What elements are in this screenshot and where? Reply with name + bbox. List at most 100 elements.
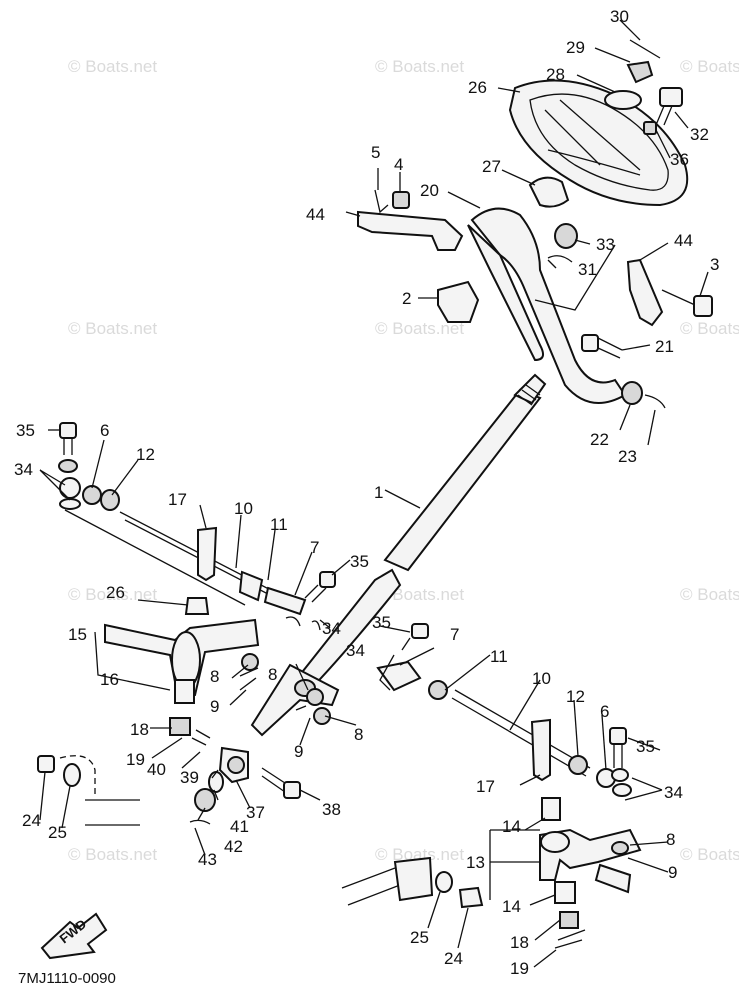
callout-8: 8 xyxy=(210,667,219,686)
callout-37: 37 xyxy=(246,803,265,822)
callout-11: 11 xyxy=(270,515,288,534)
bushing-16 xyxy=(174,679,195,704)
bracket-44-right xyxy=(626,258,664,327)
watermark: © Boats.net xyxy=(680,57,739,76)
mid-joint-8-9 xyxy=(239,677,331,725)
callout-44: 44 xyxy=(674,231,693,250)
nut-12-right xyxy=(568,755,588,775)
callout-7: 7 xyxy=(310,538,319,557)
nut-41 xyxy=(194,788,216,812)
nut-22 xyxy=(621,381,643,405)
callout-8: 8 xyxy=(666,830,675,849)
callout-9: 9 xyxy=(668,863,677,882)
callout-34: 34 xyxy=(346,641,365,660)
callout-1: 1 xyxy=(374,483,383,502)
callout-34: 34 xyxy=(664,783,683,802)
kingpin-17-left xyxy=(197,526,218,582)
washer-8-right xyxy=(611,841,629,855)
nut-33 xyxy=(554,223,578,249)
callout-19: 19 xyxy=(510,959,529,978)
callout-25: 25 xyxy=(48,823,67,842)
washer-36 xyxy=(643,121,657,135)
bushing-18-right xyxy=(559,911,579,929)
callout-5: 5 xyxy=(371,143,380,162)
callout-43: 43 xyxy=(198,850,217,869)
wheel-cap-28 xyxy=(604,90,642,110)
callout-24: 24 xyxy=(22,811,41,830)
tie-rod-right-10 xyxy=(451,689,591,777)
callout-10: 10 xyxy=(234,499,253,518)
callout-30: 30 xyxy=(610,7,629,26)
watermark: © Boats.net xyxy=(68,319,157,338)
watermark: © Boats.net xyxy=(375,845,464,864)
drawing-code: 7MJ1110-0090 xyxy=(18,970,116,987)
callout-12: 12 xyxy=(566,687,585,706)
callout-44: 44 xyxy=(306,205,325,224)
pin-23 xyxy=(644,394,666,409)
key-30 xyxy=(629,39,661,59)
callout-35: 35 xyxy=(372,613,391,632)
callout-26: 26 xyxy=(106,583,125,602)
rod-end-7-right xyxy=(376,660,448,700)
callout-36: 36 xyxy=(670,150,689,169)
callout-32: 32 xyxy=(690,125,709,144)
callout-42: 42 xyxy=(224,837,243,856)
link-37 xyxy=(218,746,249,784)
callout-6: 6 xyxy=(100,421,109,440)
callout-31: 31 xyxy=(578,260,597,279)
bracket-44-left xyxy=(357,210,464,251)
bolt-32 xyxy=(655,87,683,126)
bushing-18-left xyxy=(169,717,191,736)
clips-34-mid xyxy=(285,616,321,631)
callout-26: 26 xyxy=(468,78,487,97)
bolt-3 xyxy=(661,289,713,317)
watermark: © Boats.net xyxy=(375,319,464,338)
steering-wheel xyxy=(508,79,689,207)
callout-16: 16 xyxy=(100,670,119,689)
callout-35: 35 xyxy=(350,552,369,571)
callout-25: 25 xyxy=(410,928,429,947)
bolt-35-right-mid xyxy=(401,623,429,651)
callout-3: 3 xyxy=(710,255,719,274)
callout-24: 24 xyxy=(444,949,463,968)
pin-5 xyxy=(374,189,389,214)
kingpin-17-right xyxy=(530,718,551,782)
callout-14: 14 xyxy=(502,817,521,836)
callout-9: 9 xyxy=(210,697,219,716)
nut-29 xyxy=(626,60,654,84)
callout-15: 15 xyxy=(68,625,87,644)
bolt-35-left xyxy=(58,422,78,473)
callout-7: 7 xyxy=(450,625,459,644)
rod-end-6-left xyxy=(59,477,120,511)
callout-39: 39 xyxy=(180,768,199,787)
cap-26 xyxy=(184,597,210,615)
watermarks: © Boats.net © Boats.net © Boats.net © Bo… xyxy=(68,57,739,864)
callout-33: 33 xyxy=(596,235,615,254)
pitman-arm xyxy=(250,663,340,737)
callout-38: 38 xyxy=(322,800,341,819)
callout-14: 14 xyxy=(502,897,521,916)
pin-19-right xyxy=(554,929,586,949)
steering-shaft-1 xyxy=(286,373,547,702)
callout-19: 19 xyxy=(126,750,145,769)
callout-20: 20 xyxy=(420,181,439,200)
callout-27: 27 xyxy=(482,157,501,176)
spindle-right-outline xyxy=(341,856,484,909)
watermark: © Boats.net xyxy=(680,319,739,338)
callout-9: 9 xyxy=(294,742,303,761)
clip-31 xyxy=(547,255,573,263)
watermark: © Boats.net xyxy=(68,57,157,76)
callout-28: 28 xyxy=(546,65,565,84)
pin-40 xyxy=(191,729,211,746)
washer-39 xyxy=(208,771,224,793)
bolt-21 xyxy=(581,334,623,359)
callout-12: 12 xyxy=(136,445,155,464)
callout-2: 2 xyxy=(402,289,411,308)
clamp-2 xyxy=(437,280,480,323)
bushing-14-bottom xyxy=(554,881,576,904)
bolt-38 xyxy=(261,767,301,799)
callout-40: 40 xyxy=(147,760,166,779)
callout-6: 6 xyxy=(600,702,609,721)
hub-27 xyxy=(528,176,570,208)
